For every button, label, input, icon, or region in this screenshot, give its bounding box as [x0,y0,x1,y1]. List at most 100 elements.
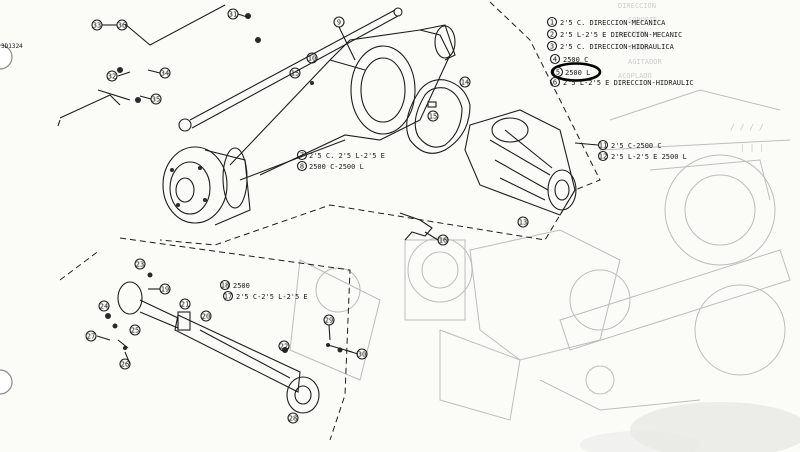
ghost-text: DIRECCION [618,2,656,10]
ghost-text: ACOPLADO [618,72,652,80]
part-number: 25 [131,327,139,335]
legend-text: 2500 C [563,56,588,64]
part-number: 29 [325,317,333,325]
part-balloon: 15 [289,67,301,79]
part-number: 28 [289,415,297,423]
legend-text: 2'5 C. DIRECCION-HIDRAULICA [560,43,675,51]
part-number: 9 [337,19,341,27]
part-number: 33 [93,22,101,30]
part-balloon: 16 [437,234,449,246]
part-balloon: 9 [333,16,345,28]
ghost-text: SOPORTE [628,16,658,24]
ghost-text: AGITADOR [628,58,663,66]
callout-text: 2500 [233,282,250,290]
part-number: 32 [108,73,116,81]
callout-18: 18 2500 [219,279,250,291]
part-balloon: 31 [227,8,239,20]
part-balloon: 14 [459,76,471,88]
callout-number: 18 [221,282,229,290]
legend-text: 2'5 L-2'5 E DIRECCION-MECANIC [560,31,682,39]
part-number: 22 [280,343,288,351]
callout-number: 7 [300,152,304,160]
part-balloon: 36 [116,19,128,31]
legend-number: 5 [556,69,560,77]
part-number: 19 [161,286,169,294]
legend-number: 4 [553,56,557,64]
part-balloon: 30 [356,348,368,360]
callout-17: 17 2'5 C-2'5 L-2'5 E [222,290,308,302]
legend-item: 2 2'5 L-2'5 E DIRECCION-MECANIC [546,28,682,40]
ghost-text: TAPON [628,44,649,52]
legend-number: 2 [550,31,554,39]
callout-text: 2500 C-2500 L [309,163,364,171]
part-number: 36 [118,22,126,30]
part-balloon: 28 [287,412,299,424]
ghost-mark: / / / / [730,123,764,132]
callout-text: 2'5 C. 2'5 L-2'5 E [309,152,385,160]
part-balloon: 33 [91,19,103,31]
ghost-text: ALCANTE [618,30,648,38]
part-balloon: 10 [306,52,318,64]
legend-number: 6 [553,79,557,87]
part-balloon: 21 [179,298,191,310]
part-number: 31 [229,11,237,19]
binder-hole [0,44,13,70]
part-balloon: 27 [85,330,97,342]
part-number: 24 [100,303,108,311]
legend-item: 4 2500 C [549,53,588,65]
legend-text: 2'5 L-2'5 E DIRECCION-HIDRAULIC [563,79,694,87]
part-number: 26 [121,361,129,369]
callout-text: 2'5 L-2'5 E 2500 L [611,153,687,161]
callout-text: 2'5 C-2500 C [611,142,662,150]
legend-number: 1 [550,19,554,27]
callout-7: 7 2'5 C. 2'5 L-2'5 E [296,149,385,161]
part-balloon: 24 [98,300,110,312]
page-code: 3D1324 [1,43,23,50]
legend-item: 6 2'5 L-2'5 E DIRECCION-HIDRAULIC [549,76,694,88]
part-balloon: 20 [200,310,212,322]
callout-11: 11 2'5 C-2500 C [574,139,662,151]
legend-text: 2500 L [565,69,590,77]
callout-number: 8 [300,163,304,171]
highlight-ellipse [550,62,602,82]
callout-number: 17 [224,293,232,301]
part-balloon: 34 [159,67,171,79]
part-number: 16 [439,237,447,245]
part-balloon: 13 [517,216,529,228]
part-number: 35 [152,96,160,104]
part-number: 21 [181,301,189,309]
part-balloon: 23 [134,258,146,270]
part-number: 15 [291,70,299,78]
part-number: 10 [308,55,316,63]
part-balloon: 22 [278,340,290,352]
legend-text: 2'5 C. DIRECCION-MECANICA [560,19,666,27]
legend-item: 3 2'5 C. DIRECCION-HIDRAULICA [546,40,675,52]
callout-12: 12 2'5 L-2'5 E 2500 L [597,150,687,162]
callout-number: 12 [599,153,607,161]
callout-number: 11 [599,142,607,150]
part-number: 13 [519,219,527,227]
part-number: 20 [202,313,210,321]
part-number: 34 [161,70,169,78]
legend-number: 3 [550,43,554,51]
callout-text: 2'5 C-2'5 L-2'5 E [236,293,308,301]
part-number: 23 [136,261,144,269]
part-balloon: 35 [150,93,162,105]
binder-hole [0,369,13,395]
part-number: 27 [87,333,95,341]
part-balloon: 25 [129,324,141,336]
part-balloon: 19 [159,283,171,295]
callout-8: 8 2500 C-2500 L [296,160,364,172]
legend-ghost-lines: DIRECCION SOPORTE ALCANTE TAPON AGITADOR… [618,2,663,80]
legend-item: 1 2'5 C. DIRECCION-MECANICA [546,16,666,28]
part-balloon: 32 [106,70,118,82]
part-number: 14 [461,79,469,87]
ghost-mark: | | | [740,143,764,152]
